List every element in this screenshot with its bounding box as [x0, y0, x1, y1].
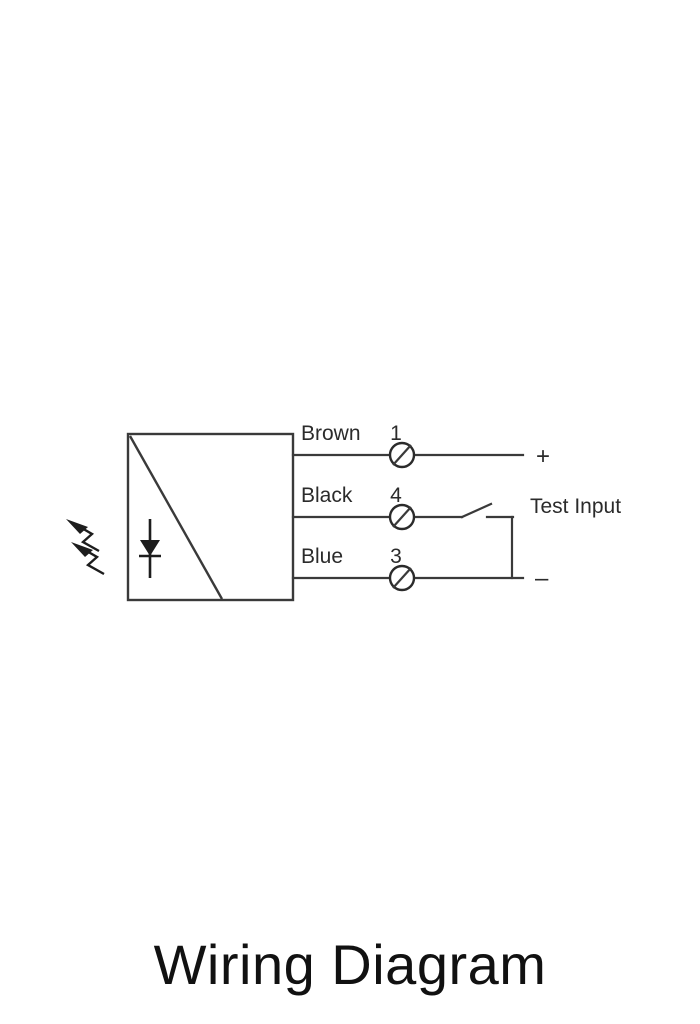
wire-label-blue: Blue	[301, 545, 343, 568]
terminal-1-icon[interactable]	[388, 441, 416, 469]
negative-sign: –	[535, 565, 549, 592]
sensor-body-diagonal	[128, 435, 224, 600]
terminal-1-slash	[392, 444, 412, 466]
sensor-body-group	[126, 432, 295, 602]
light-arrow-lower-zigzag	[84, 548, 105, 576]
light-arrow-lower-icon	[71, 542, 105, 576]
wire-label-brown: Brown	[301, 422, 361, 445]
wire-label-black: Black	[301, 484, 353, 507]
positive-sign: +	[536, 443, 550, 470]
test-input-switch-arm[interactable]	[460, 502, 493, 519]
wire-black-group: Black 4	[291, 484, 464, 531]
light-arrow-upper-icon	[66, 519, 100, 553]
page-title: Wiring Diagram	[153, 933, 547, 996]
light-arrow-upper-zigzag	[79, 525, 100, 553]
wire-brown-group: Brown 1 +	[291, 422, 550, 470]
terminal-3-slash	[392, 567, 412, 589]
test-input-label: Test Input	[530, 495, 621, 518]
terminal-number-4: 4	[390, 484, 402, 507]
terminal-number-3: 3	[390, 545, 402, 568]
diode-triangle-icon	[140, 540, 160, 556]
light-arrow-upper-head	[66, 519, 88, 534]
terminal-4-slash	[392, 506, 412, 528]
wire-blue-group: Blue 3 –	[291, 545, 549, 592]
sensor-body-rect	[126, 432, 295, 602]
light-emission-icon	[66, 519, 105, 576]
terminal-4-icon[interactable]	[388, 503, 416, 531]
terminal-3-icon[interactable]	[388, 564, 416, 592]
light-arrow-lower-head	[71, 542, 93, 557]
test-input-switch-group[interactable]: Test Input	[460, 495, 621, 580]
terminal-number-1: 1	[390, 422, 402, 445]
diode-symbol-group	[139, 519, 161, 578]
